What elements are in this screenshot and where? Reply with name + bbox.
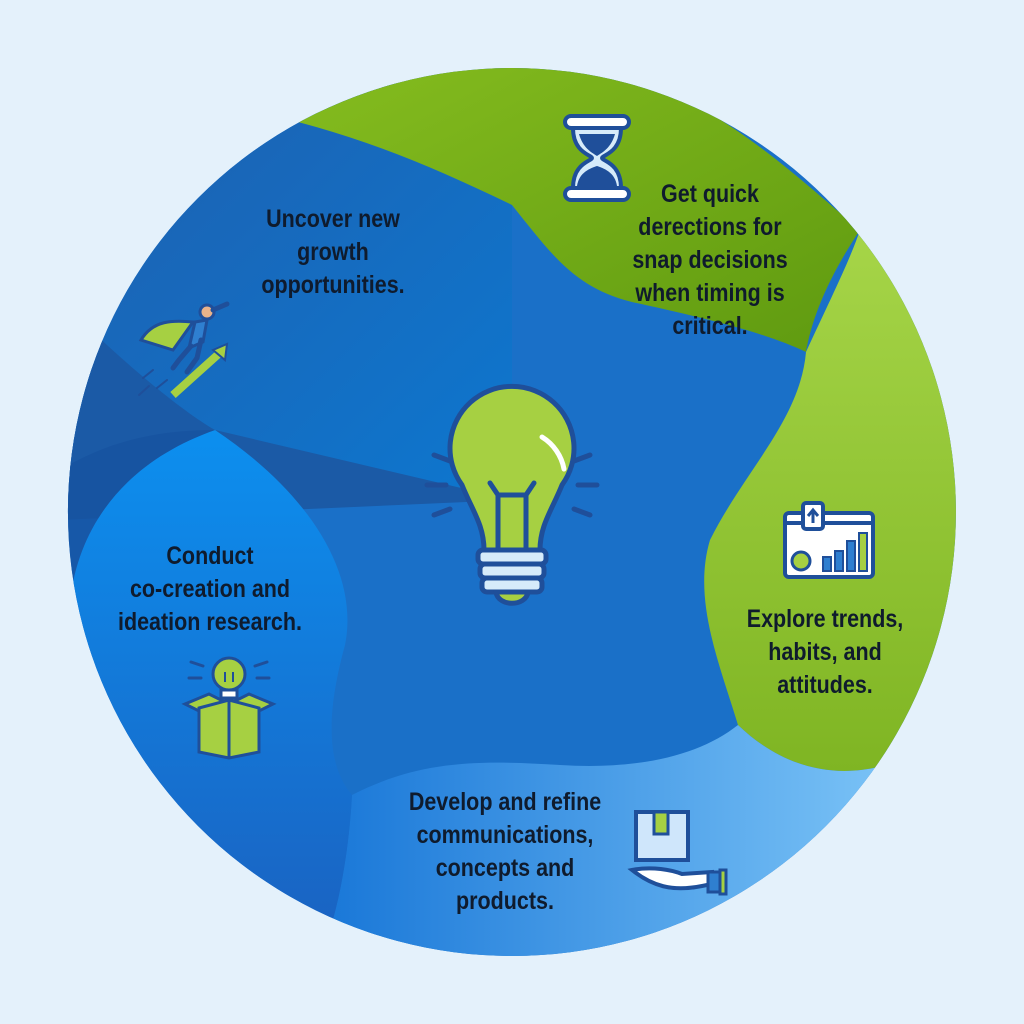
label-quick: Get quick derections for snap decisions … [632,180,788,340]
hourglass-icon [563,114,631,202]
label-develop: Develop and refine communications, conce… [408,788,602,915]
segment-trends [704,230,956,771]
segment-quick [290,68,860,352]
bar-chart-dashboard-icon [783,501,875,579]
flying-hero-arrow-icon [138,301,230,398]
label-trends: Explore trends, habits, and attitudes. [746,605,904,699]
lightbulb-icon [424,383,600,606]
box-in-hand-icon [627,810,728,896]
label-cocreation: Conduct co-creation and ideation researc… [117,542,303,636]
lightbulb-box-icon [181,656,277,760]
label-growth: Uncover new growth opportunities. [261,205,405,299]
segment-cocreation [70,430,352,930]
